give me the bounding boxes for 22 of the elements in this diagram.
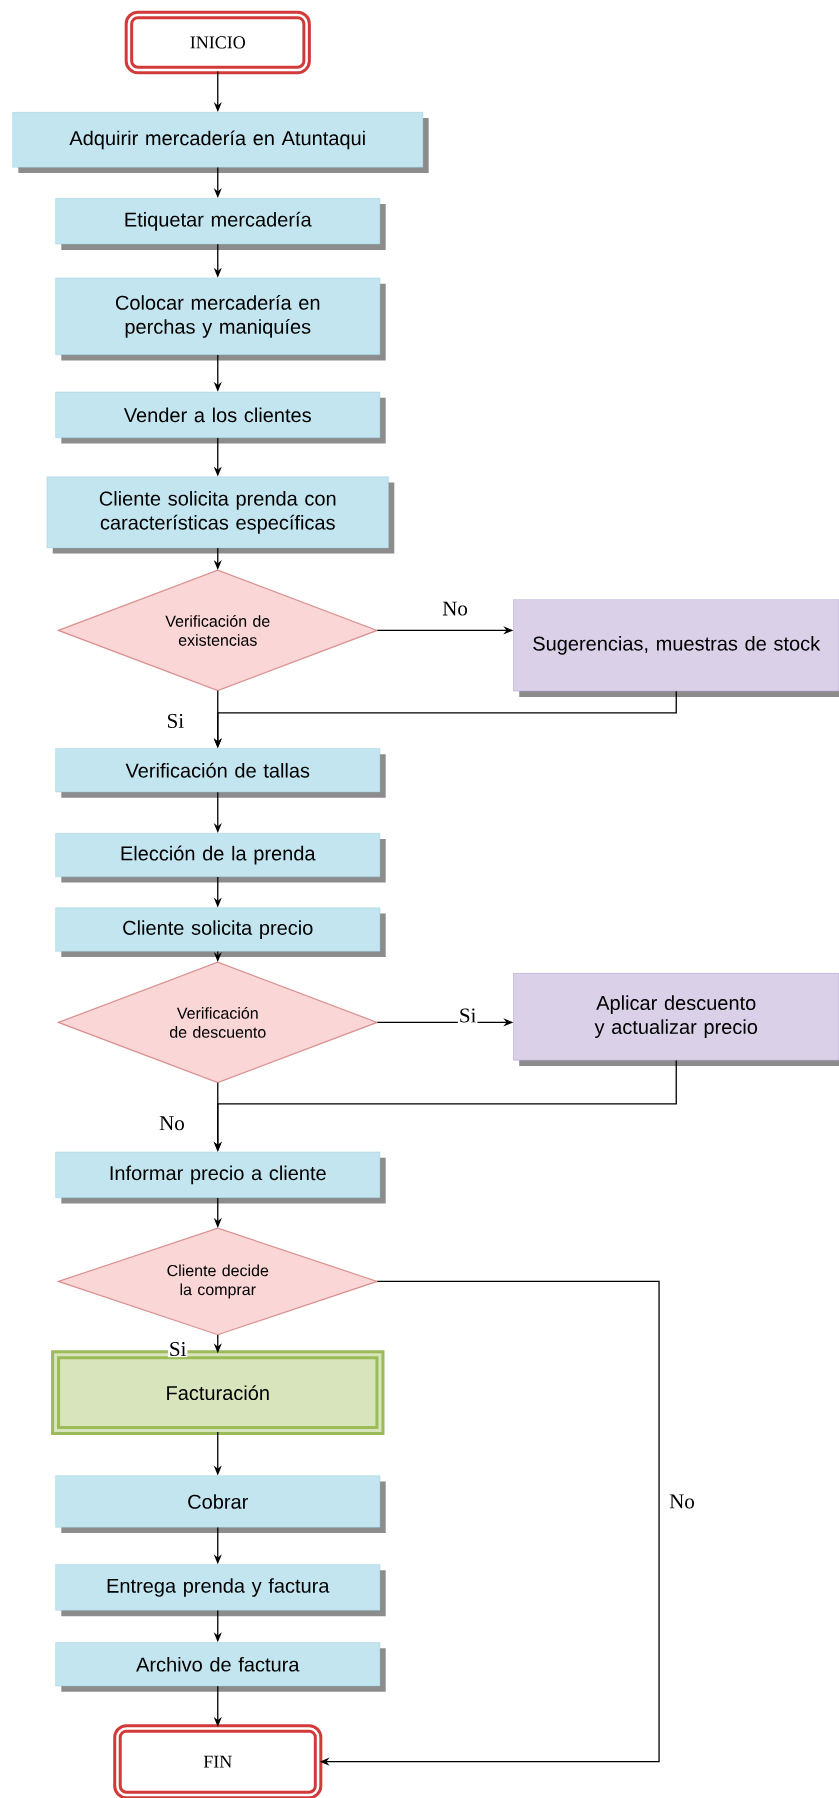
process-box: Cliente solicita precio [55, 907, 386, 958]
process-box: Colocar mercadería en perchas y maniquíes [55, 277, 386, 361]
process-box: Aplicar descuento y actualizar precio [513, 972, 839, 1066]
process-box: Archivo de factura [55, 1642, 386, 1692]
terminal-box: INICIO [124, 10, 311, 75]
process-box: Entrega prenda y factura [55, 1564, 386, 1617]
process-box: Vender a los clientes [55, 391, 386, 444]
edge-label: Si [167, 1341, 188, 1358]
edge-label: Si [457, 1007, 478, 1024]
edge-label: No [158, 1115, 186, 1132]
edge-label: No [441, 600, 469, 617]
process-box: Sugerencias, muestras de stock [513, 599, 839, 697]
process-box: Elección de la prenda [55, 833, 386, 883]
process-box: Cliente solicita prenda con características específicas [46, 476, 395, 554]
process-box: Cobrar [55, 1475, 386, 1534]
edge-label: Si [165, 712, 186, 729]
process-box: Adquirir mercadería en Atuntaqui [12, 112, 429, 174]
process-box: Informar precio a cliente [55, 1151, 386, 1204]
edge-label: No [668, 1493, 696, 1510]
terminal-box: FIN [113, 1724, 323, 1798]
process-box: Verificación de tallas [55, 748, 386, 798]
process-box: Etiquetar mercadería [55, 198, 386, 250]
